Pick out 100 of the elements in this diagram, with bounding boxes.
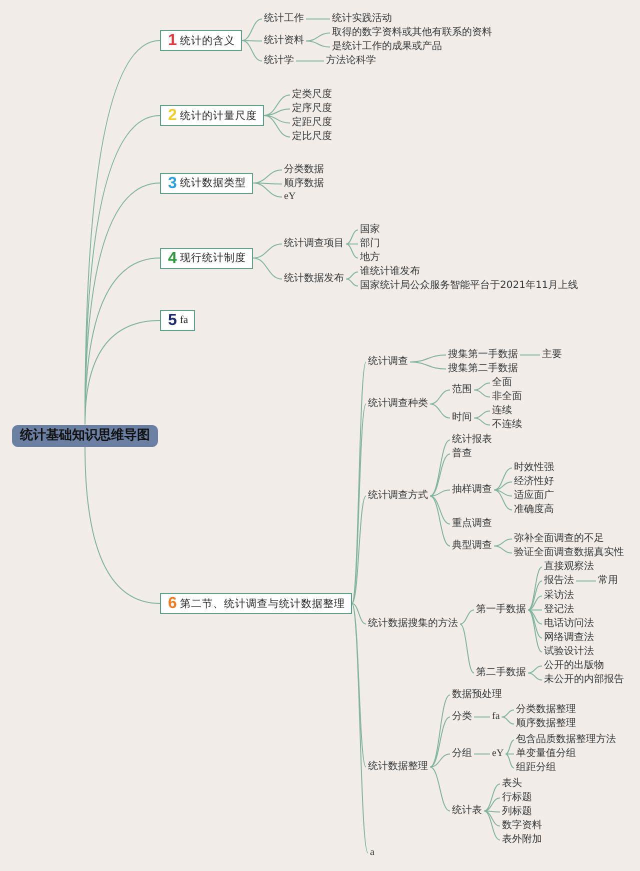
connector-line	[494, 538, 512, 546]
connector-line	[505, 740, 514, 754]
subtopic-label: 适应面广	[512, 490, 556, 502]
subtopic-label: 搜集第二手数据	[446, 363, 520, 375]
subtopic-label: 分类数据整理	[514, 704, 578, 716]
branch-title: fa	[180, 314, 188, 328]
subtopic-label: 方法论科学	[324, 55, 378, 67]
subtopic-label: 分组	[450, 748, 474, 760]
connector-line	[351, 404, 366, 604]
connector-line	[494, 490, 512, 496]
connector-line	[430, 716, 450, 768]
branch-topic-box	[160, 593, 352, 614]
connector-line	[430, 754, 450, 768]
connector-line	[484, 810, 500, 840]
subtopic-label: 登记法	[542, 604, 576, 616]
connector-line	[430, 766, 450, 812]
connector-line	[351, 603, 366, 768]
connector-line	[84, 446, 160, 604]
subtopic-label: 重点调查	[450, 518, 494, 530]
connector-line	[263, 94, 290, 116]
subtopic-label: fa	[490, 711, 502, 723]
connector-line	[494, 546, 512, 554]
connector-line	[460, 610, 474, 624]
subtopic-label: 电话访问法	[542, 618, 596, 630]
branch-number: 4	[168, 250, 177, 266]
branch-topic-box	[160, 248, 253, 268]
branch-number: 3	[168, 174, 177, 192]
connector-line	[430, 454, 450, 496]
subtopic-label: 地方	[358, 252, 382, 264]
branch-number: 1	[168, 32, 177, 49]
subtopic-label: 表头	[500, 778, 524, 790]
subtopic-label: 时效性强	[512, 462, 556, 474]
branch-topic-box	[160, 105, 264, 126]
connector-line	[263, 115, 290, 138]
connector-line	[252, 258, 282, 280]
subtopic-label: 统计数据搜集的方法	[366, 618, 460, 630]
subtopic-label: 定比尺度	[290, 131, 334, 143]
connector-line	[351, 603, 366, 624]
connector-line	[252, 182, 282, 198]
subtopic-label: 试验设计法	[542, 646, 596, 658]
subtopic-label: 取得的数字资料或其他有联系的资料	[330, 27, 494, 39]
subtopic-label: 顺序数据	[282, 178, 326, 190]
connector-line	[505, 754, 514, 768]
subtopic-label: 典型调查	[450, 540, 494, 552]
subtopic-label: 列标题	[500, 806, 534, 818]
connector-line	[430, 390, 450, 404]
connector-line	[263, 115, 290, 124]
subtopic-label: 非全面	[490, 391, 524, 403]
branch-topic-box	[160, 30, 242, 51]
subtopic-label: 组距分组	[514, 762, 558, 774]
connector-line	[346, 272, 358, 280]
connector-line	[494, 468, 512, 490]
connector-line	[241, 40, 262, 42]
connector-line	[241, 40, 262, 62]
connector-line	[474, 716, 490, 718]
central-topic: 统计基础知识思维导图	[12, 424, 158, 446]
connector-line	[520, 354, 540, 356]
connector-line	[351, 603, 368, 854]
branch-number: 6	[168, 595, 177, 612]
connector-line	[460, 624, 474, 674]
subtopic-label: 定序尺度	[290, 103, 334, 115]
subtopic-label: 统计报表	[450, 434, 494, 446]
subtopic-label: 统计调查种类	[366, 398, 430, 410]
subtopic-label: 数据预处理	[450, 689, 504, 701]
subtopic-label: 分类数据	[282, 164, 326, 176]
connector-line	[306, 40, 330, 48]
subtopic-label: 统计数据发布	[282, 273, 346, 285]
subtopic-label: 统计表	[450, 805, 484, 817]
connector-line	[241, 18, 262, 41]
connector-line	[484, 810, 500, 812]
connector-line	[528, 596, 542, 610]
connector-line	[351, 496, 366, 604]
subtopic-label: 统计调查方式	[366, 490, 430, 502]
branch-topic-box	[160, 172, 253, 194]
subtopic-label: 顺序数据整理	[514, 718, 578, 730]
subtopic-label: 统计数据整理	[366, 761, 430, 773]
subtopic-label: a	[368, 847, 376, 859]
subtopic-label: 采访法	[542, 590, 576, 602]
subtopic-label: 抽样调查	[450, 484, 494, 496]
connector-line	[430, 440, 450, 496]
subtopic-label: 全面	[490, 377, 514, 389]
connector-line	[494, 482, 512, 490]
connector-line	[528, 566, 542, 610]
connector-line	[351, 362, 366, 604]
subtopic-label: 第二手数据	[474, 667, 528, 679]
subtopic-label: 不连续	[490, 419, 524, 431]
branch-title: 统计数据类型	[180, 176, 246, 190]
connector-line	[430, 694, 450, 768]
subtopic-label: 直接观察法	[542, 561, 596, 573]
connector-line	[306, 18, 330, 20]
subtopic-label: eY	[282, 191, 298, 203]
connector-line	[430, 404, 450, 418]
connector-line	[346, 230, 358, 244]
connector-line	[576, 580, 596, 582]
subtopic-label: 包含品质数据整理方法	[514, 734, 618, 746]
subtopic-label: 表外附加	[500, 834, 544, 846]
connector-line	[84, 320, 160, 425]
subtopic-label: 准确度高	[512, 504, 556, 516]
branch-topic-box	[160, 310, 196, 331]
connector-line	[501, 716, 514, 724]
